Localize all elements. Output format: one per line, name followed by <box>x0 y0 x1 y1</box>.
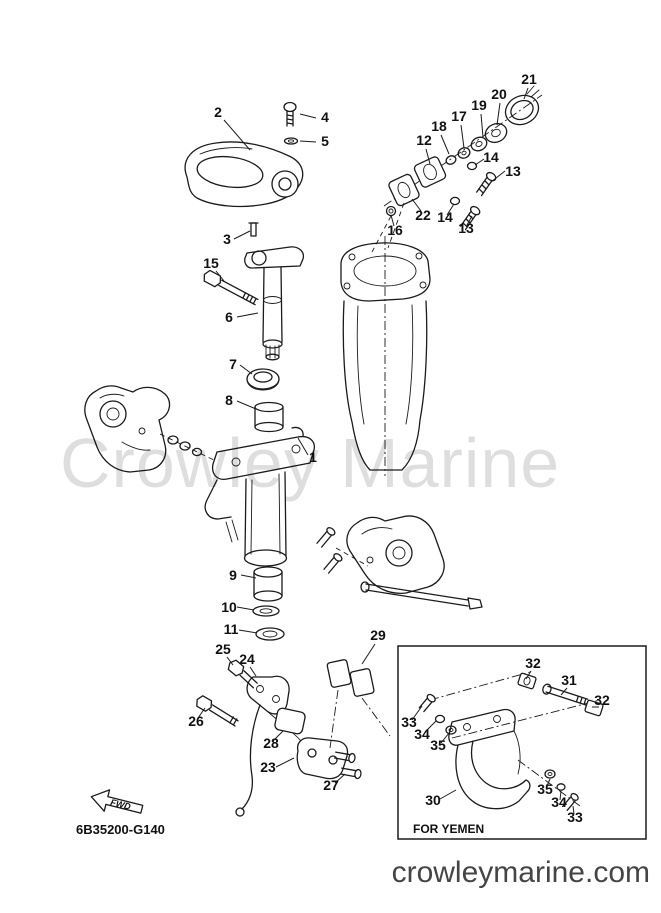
callout-part-3: 3 <box>223 231 231 247</box>
callout-part-32-right: 32 <box>594 692 610 708</box>
callout-part-2: 2 <box>214 104 222 120</box>
callout-part-18: 18 <box>431 118 447 134</box>
starboard-clamp-bracket <box>346 515 483 610</box>
callout-part-29: 29 <box>370 627 386 643</box>
swivel-bracket-housing <box>204 435 369 574</box>
callout-part-5: 5 <box>321 133 329 149</box>
callout-part-24: 24 <box>239 651 255 667</box>
callout-part-10: 10 <box>221 599 237 615</box>
upper-mount-damper-cluster <box>371 85 543 253</box>
callouts: 2 4 5 12 18 17 19 20 21 14 13 22 16 14 1… <box>188 71 610 825</box>
fwd-arrow: FWD <box>90 789 144 814</box>
tilt-rod <box>360 581 483 610</box>
callout-part-15: 15 <box>203 255 219 271</box>
callout-part-7: 7 <box>229 356 237 372</box>
lower-mount-parts <box>252 566 285 641</box>
callout-part-20: 20 <box>491 86 507 102</box>
port-clamp-bracket <box>84 385 219 473</box>
callout-part-12: 12 <box>416 132 432 148</box>
bolt-4 <box>283 101 297 127</box>
leader-lines <box>197 87 599 815</box>
inset-caption: FOR YEMEN <box>413 822 484 836</box>
callout-part-33-left: 33 <box>401 714 417 730</box>
callout-part-28: 28 <box>263 735 279 751</box>
callout-part-35-left: 35 <box>430 737 446 753</box>
callout-part-26: 26 <box>188 713 204 729</box>
callout-part-32-left: 32 <box>525 655 541 671</box>
bolt-15 <box>203 269 259 306</box>
bolt-33-right <box>561 792 579 812</box>
callout-part-34-right: 34 <box>551 794 567 810</box>
bolt-13-lower <box>460 205 481 231</box>
washer-5 <box>283 137 299 145</box>
callout-part-13-upper: 13 <box>505 163 521 179</box>
footer-brand: crowleymarine.com <box>392 856 650 889</box>
bolt-31 <box>542 683 589 706</box>
callout-part-8: 8 <box>225 392 233 408</box>
part-2-steering-bracket <box>184 141 304 208</box>
callout-part-23: 23 <box>260 759 276 775</box>
callout-part-4: 4 <box>321 109 329 125</box>
callout-part-34-left: 34 <box>414 726 430 742</box>
upper-casing-outline <box>340 236 431 476</box>
callout-part-13-lower: 13 <box>458 220 474 236</box>
callout-part-30: 30 <box>425 792 441 808</box>
bolt-33-left <box>418 693 436 713</box>
watermark-text: Crowley Marine <box>60 424 560 502</box>
bolt-13-upper <box>476 171 497 197</box>
callout-part-14-lower: 14 <box>437 209 453 225</box>
callout-part-22: 22 <box>415 207 431 223</box>
callout-part-6: 6 <box>225 309 233 325</box>
callout-part-21: 21 <box>521 71 537 87</box>
steering-shaft-6 <box>244 246 305 361</box>
pin-3 <box>248 222 259 237</box>
spacer-32-right <box>584 699 604 717</box>
callout-part-31: 31 <box>561 672 577 688</box>
callout-part-14-upper: 14 <box>483 149 499 165</box>
callout-part-19: 19 <box>471 97 487 113</box>
callout-part-33-right: 33 <box>567 809 583 825</box>
bushing-7 <box>246 368 280 391</box>
steering-friction-assembly <box>196 659 391 817</box>
drawing-number: 6B35200-G140 <box>76 822 165 837</box>
callout-part-16: 16 <box>387 222 403 238</box>
callout-part-27: 27 <box>323 777 339 793</box>
yemen-inset: FOR YEMEN <box>397 645 647 840</box>
callout-part-35-right: 35 <box>537 781 553 797</box>
callout-part-17: 17 <box>451 108 467 124</box>
bracket-30 <box>448 708 531 810</box>
callout-part-11: 11 <box>224 621 239 637</box>
bushing-8 <box>254 401 284 433</box>
callout-part-9: 9 <box>229 567 237 583</box>
fwd-label: FWD <box>109 797 132 812</box>
callout-part-1: 1 <box>309 449 317 465</box>
callout-part-25: 25 <box>215 641 231 657</box>
